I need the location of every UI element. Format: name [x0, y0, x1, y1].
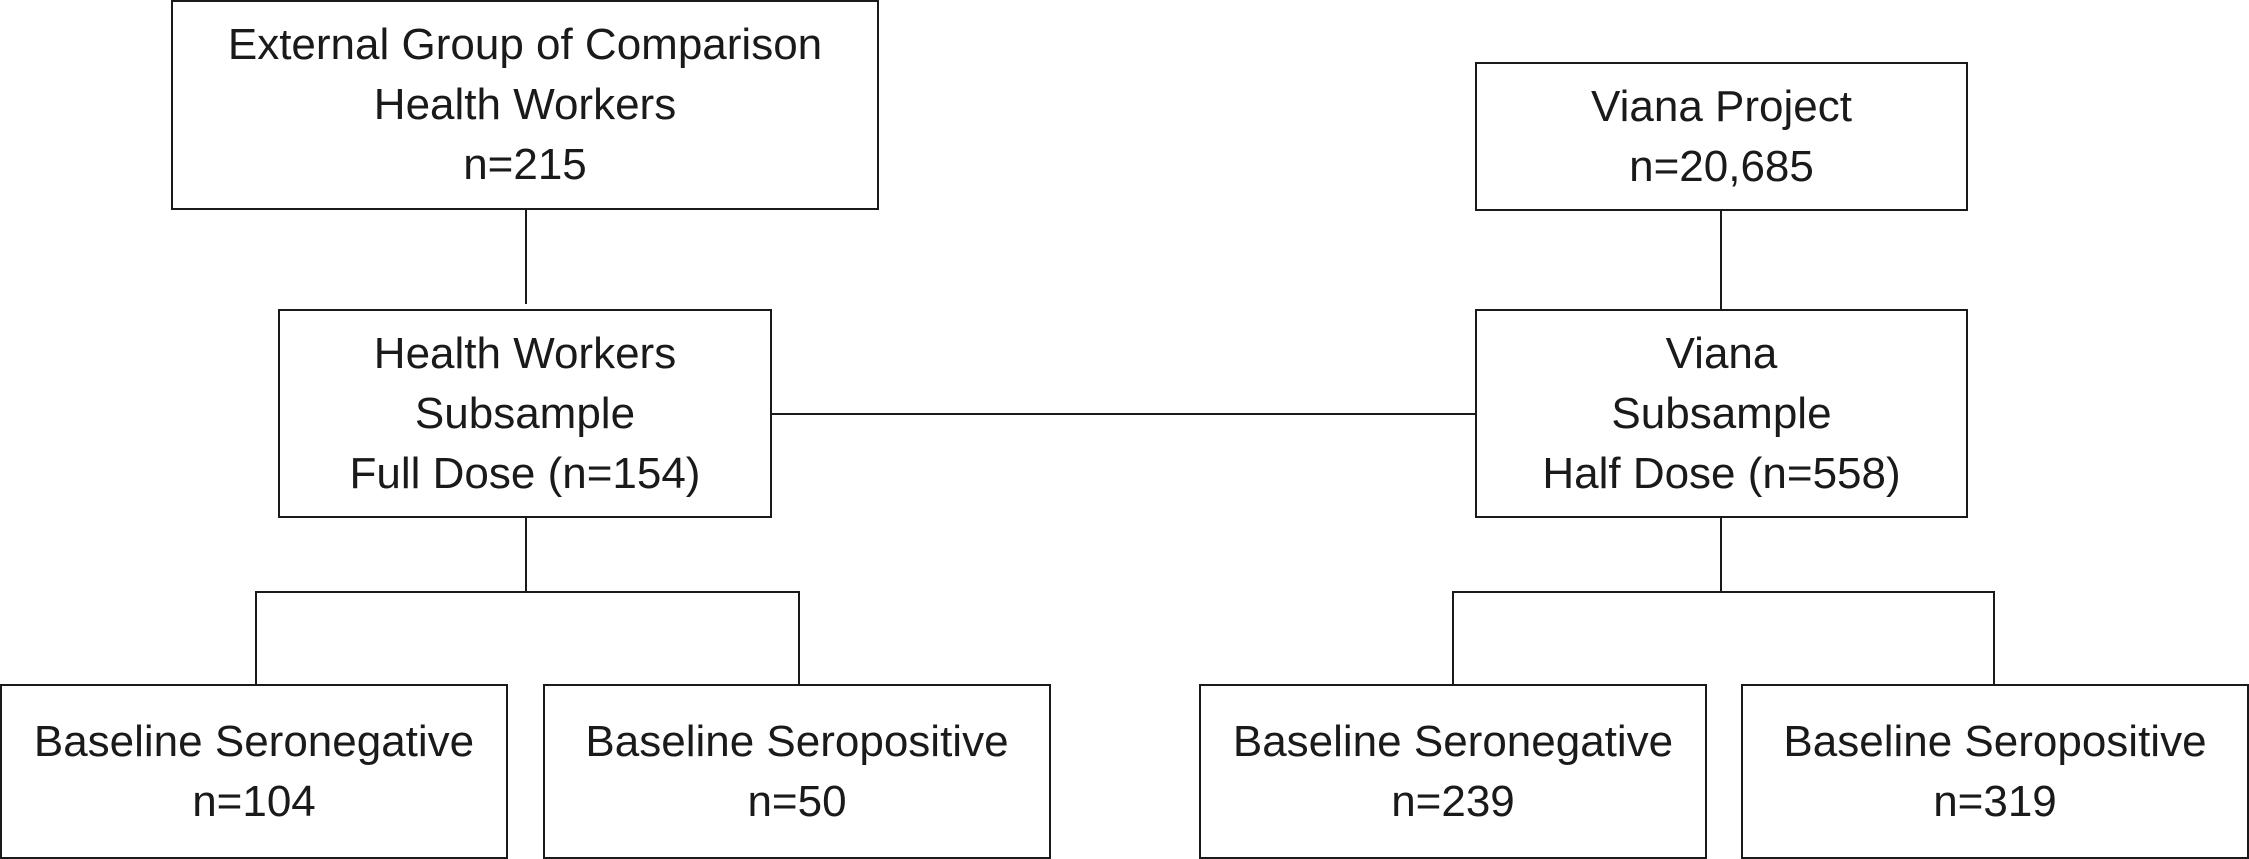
viana-subsample-dose: Half Dose (n=558): [1542, 448, 1901, 498]
viana-project-count: n=20,685: [1629, 141, 1814, 191]
connector-external-to-hw-subsample: [525, 208, 527, 304]
viana-seropositive-box: Baseline Seropositive n=319: [1741, 684, 2249, 859]
connector-hw-branch: [255, 591, 800, 593]
viana-seronegative-count: n=239: [1391, 776, 1515, 826]
hw-seronegative-count: n=104: [192, 776, 316, 826]
hw-subsample-box: Health Workers Subsample Full Dose (n=15…: [278, 309, 772, 518]
connector-viana-seropos-up: [1993, 591, 1995, 686]
viana-seropositive-label: Baseline Seropositive: [1783, 716, 2207, 766]
viana-seropositive-count: n=319: [1933, 776, 2057, 826]
connector-viana-branch: [1452, 591, 1995, 593]
connector-viana-subsample-down: [1720, 516, 1722, 592]
hw-seronegative-label: Baseline Seronegative: [33, 716, 475, 766]
viana-subsample-title: Viana: [1665, 328, 1778, 378]
viana-subsample-label: Subsample: [1611, 388, 1832, 438]
connector-hw-seropos-up: [798, 591, 800, 686]
viana-seronegative-label: Baseline Seronegative: [1232, 716, 1674, 766]
hw-seropositive-label: Baseline Seropositive: [585, 716, 1009, 766]
external-group-title: External Group of Comparison: [227, 20, 823, 69]
hw-subsample-label: Subsample: [414, 388, 636, 438]
hw-seropositive-count: n=50: [747, 776, 847, 826]
viana-seronegative-box: Baseline Seronegative n=239: [1199, 684, 1707, 859]
connector-viana-seroneg-up: [1452, 591, 1454, 686]
external-group-count: n=215: [463, 140, 587, 189]
connector-hw-seroneg-up: [255, 591, 257, 686]
viana-subsample-box: Viana Subsample Half Dose (n=558): [1475, 309, 1968, 518]
external-group-subtitle: Health Workers: [373, 80, 677, 129]
viana-project-title: Viana Project: [1591, 81, 1852, 131]
hw-subsample-title: Health Workers: [373, 328, 677, 378]
viana-project-box: Viana Project n=20,685: [1475, 62, 1968, 211]
connector-hw-subsample-to-viana-subsample: [770, 413, 1476, 415]
connector-viana-project-to-viana-subsample: [1720, 210, 1722, 310]
external-group-box: External Group of Comparison Health Work…: [171, 0, 879, 210]
hw-seropositive-box: Baseline Seropositive n=50: [543, 684, 1051, 859]
hw-subsample-dose: Full Dose (n=154): [349, 448, 701, 498]
connector-hw-subsample-down: [525, 516, 527, 592]
hw-seronegative-box: Baseline Seronegative n=104: [0, 684, 508, 859]
